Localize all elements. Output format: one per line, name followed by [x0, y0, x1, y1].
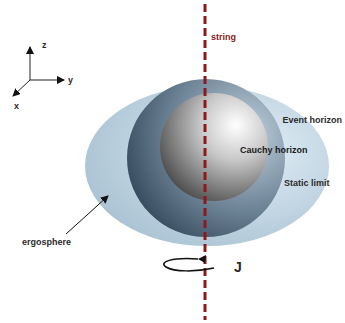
horizon-label: Cauchy horizon	[240, 145, 308, 156]
rotation-arrowhead	[198, 255, 206, 263]
axes	[13, 47, 64, 96]
horizon-label: Event horizon	[282, 115, 342, 126]
string-line	[204, 4, 207, 320]
angular-momentum-label: J	[234, 259, 242, 275]
axis-label: x	[14, 101, 19, 112]
rotation-loop	[164, 259, 214, 271]
leader-arrow	[66, 196, 108, 234]
axis-label: z	[42, 40, 47, 51]
axis-label: y	[68, 75, 73, 86]
string-label: string	[211, 32, 236, 43]
region-label: ergosphere	[22, 237, 71, 248]
boundary-label: Static limit	[284, 178, 330, 189]
